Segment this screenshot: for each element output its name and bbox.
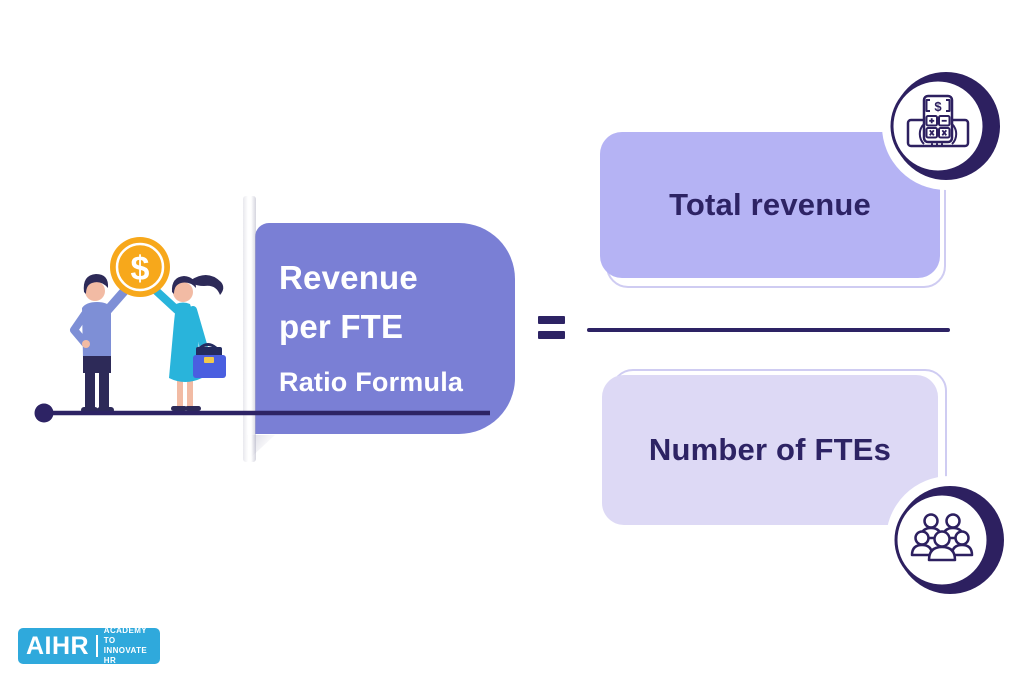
aihr-tagline-line2: INNOVATE HR (103, 646, 148, 665)
aihr-logo-divider (96, 635, 98, 657)
dollar-coin-icon: $ (110, 237, 170, 297)
calculator-dollar-symbol: $ (934, 99, 942, 114)
numerator-label: Total revenue (669, 187, 871, 222)
equals-sign (538, 316, 565, 340)
equals-bottom-bar (538, 331, 565, 339)
paper-fold-strip (243, 196, 256, 462)
aihr-logo-tagline: ACADEMY TO INNOVATE HR (104, 626, 152, 666)
equals-top-bar (538, 316, 565, 324)
man-figure (70, 274, 135, 413)
title-card: Revenue per FTE Ratio Formula (255, 223, 515, 434)
title-line-1: Revenue (279, 259, 418, 296)
fraction-line (587, 328, 950, 332)
aihr-logo: AIHR ACADEMY TO INNOVATE HR (18, 626, 160, 666)
title-line-2: per FTE (279, 308, 404, 345)
title-subtitle: Ratio Formula (279, 367, 464, 397)
coin-dollar-symbol: $ (131, 250, 150, 288)
briefcase (193, 343, 226, 378)
woman-figure (144, 274, 226, 411)
aihr-logo-wordmark: AIHR (26, 631, 90, 660)
denominator-label: Number of FTEs (648, 432, 892, 467)
denominator-box: Number of FTEs (602, 375, 938, 525)
numerator-box: Total revenue (600, 132, 940, 278)
aihr-tagline-line1: ACADEMY TO (103, 626, 147, 645)
